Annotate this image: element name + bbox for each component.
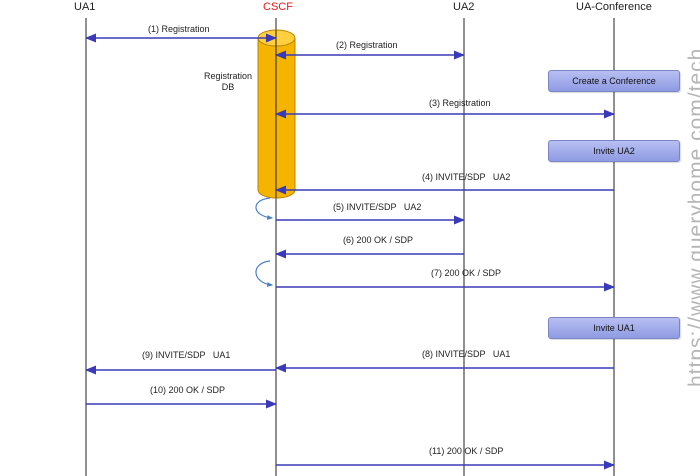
message-label-7: (7) 200 OK / SDP bbox=[431, 268, 502, 278]
lifeline-header-ua2: UA2 bbox=[453, 1, 475, 13]
message-label-8: (8) INVITE/SDP UA1 bbox=[422, 349, 511, 359]
registration-db-label-line: DB bbox=[221, 82, 235, 92]
message-label-11: (11) 200 OK / SDP bbox=[429, 446, 504, 456]
invite-ua1-box: Invite UA1 bbox=[548, 317, 680, 339]
message-label-1: (1) Registration bbox=[148, 24, 210, 34]
create-conference-box: Create a Conference bbox=[548, 70, 680, 92]
lifeline-header-cscf: CSCF bbox=[263, 1, 293, 13]
lifeline-header-ua-conference: UA-Conference bbox=[576, 1, 652, 13]
invite-ua2-box: Invite UA2 bbox=[548, 140, 680, 162]
message-label-5: (5) INVITE/SDP UA2 bbox=[333, 202, 422, 212]
message-label-6: (6) 200 OK / SDP bbox=[343, 235, 414, 245]
message-label-4: (4) INVITE/SDP UA2 bbox=[422, 172, 511, 182]
message-label-3: (3) Registration bbox=[429, 98, 491, 108]
message-label-2: (2) Registration bbox=[336, 40, 398, 50]
registration-db-label-line: Registration bbox=[203, 71, 253, 81]
forward-loop-arrow-2 bbox=[255, 260, 274, 287]
forward-loop-arrow-1 bbox=[255, 197, 274, 220]
message-label-9: (9) INVITE/SDP UA1 bbox=[142, 350, 231, 360]
message-label-10: (10) 200 OK / SDP bbox=[150, 385, 226, 395]
watermark: https://www.queryhome.com/tech bbox=[685, 47, 700, 387]
lifeline-header-ua1: UA1 bbox=[74, 1, 96, 13]
